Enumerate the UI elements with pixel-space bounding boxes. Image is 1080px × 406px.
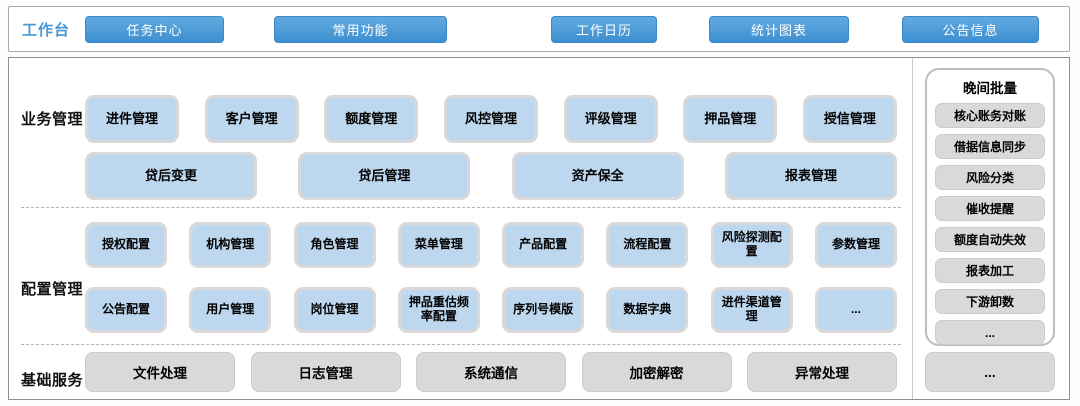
batch-risk-classification[interactable]: 风险分类 [935, 165, 1045, 190]
main-panel: 业务管理 配置管理 基础服务 进件管理 客户管理 额度管理 风控管理 评级管理 … [8, 57, 1070, 400]
batch-collection-reminder[interactable]: 催收提醒 [935, 196, 1045, 221]
config-row-2: 公告配置 用户管理 岗位管理 押品重估频率配置 序列号模版 数据字典 进件渠道管… [85, 287, 897, 333]
module-credit-management[interactable]: 授信管理 [802, 95, 897, 143]
section-label-business-management: 业务管理 [20, 111, 83, 128]
module-serial-number-template[interactable]: 序列号模版 [502, 287, 585, 333]
service-log-management[interactable]: 日志管理 [250, 352, 401, 392]
section-label-base-services: 基础服务 [20, 372, 83, 389]
base-services-row: 文件处理 日志管理 系统通信 加密解密 异常处理 [85, 352, 897, 392]
top-button-common-functions[interactable]: 常用功能 [274, 16, 447, 43]
batch-core-account-reconciliation[interactable]: 核心账务对账 [935, 103, 1045, 128]
module-rating-management[interactable]: 评级管理 [563, 95, 658, 143]
module-position-management[interactable]: 岗位管理 [293, 287, 376, 333]
workbench-label: 工作台 [22, 21, 71, 39]
batch-quota-auto-expiry[interactable]: 额度自动失效 [935, 227, 1045, 252]
module-config-more[interactable]: ... [814, 287, 897, 333]
module-asset-preservation[interactable]: 资产保全 [511, 152, 684, 200]
module-collateral-revaluation-frequency-config[interactable]: 押品重估频率配置 [397, 287, 480, 333]
night-batch-panel: 晚间批量 核心账务对账 借据信息同步 风险分类 催收提醒 额度自动失效 报表加工… [925, 68, 1055, 346]
module-announcement-config[interactable]: 公告配置 [85, 287, 167, 333]
service-encryption-decryption[interactable]: 加密解密 [581, 352, 732, 392]
module-organization-management[interactable]: 机构管理 [189, 222, 272, 268]
top-button-statistics-charts[interactable]: 统计图表 [709, 16, 849, 43]
batch-downstream-data-export[interactable]: 下游卸数 [935, 289, 1045, 314]
module-collateral-management[interactable]: 押品管理 [683, 95, 778, 143]
module-report-management[interactable]: 报表管理 [724, 152, 897, 200]
batch-loan-receipt-info-sync[interactable]: 借据信息同步 [935, 134, 1045, 159]
top-button-work-calendar[interactable]: 工作日历 [551, 16, 657, 43]
module-role-management[interactable]: 角色管理 [293, 222, 376, 268]
module-intake-channel-management[interactable]: 进件渠道管理 [710, 287, 793, 333]
top-button-announcement-info[interactable]: 公告信息 [902, 16, 1039, 43]
module-post-loan-change[interactable]: 贷后变更 [85, 152, 257, 200]
module-intake-management[interactable]: 进件管理 [85, 95, 179, 143]
top-button-task-center[interactable]: 任务中心 [85, 16, 224, 43]
module-menu-management[interactable]: 菜单管理 [397, 222, 480, 268]
module-customer-management[interactable]: 客户管理 [204, 95, 299, 143]
module-quota-management[interactable]: 额度管理 [324, 95, 419, 143]
module-user-management[interactable]: 用户管理 [189, 287, 272, 333]
divider-config-base [21, 344, 901, 345]
service-system-communication[interactable]: 系统通信 [416, 352, 566, 392]
night-batch-title: 晚间批量 [963, 81, 1017, 96]
module-risk-control-management[interactable]: 风控管理 [443, 95, 538, 143]
vertical-divider [912, 58, 913, 399]
service-file-processing[interactable]: 文件处理 [85, 352, 235, 392]
batch-report-processing[interactable]: 报表加工 [935, 258, 1045, 283]
workbench-bar: 工作台 任务中心 常用功能 工作日历 统计图表 公告信息 [8, 6, 1070, 52]
module-process-config[interactable]: 流程配置 [606, 222, 689, 268]
section-label-config-management: 配置管理 [20, 281, 83, 298]
module-parameter-management[interactable]: 参数管理 [814, 222, 897, 268]
module-risk-detection-config[interactable]: 风险探测配置 [710, 222, 793, 268]
service-more[interactable]: ... [925, 352, 1055, 392]
business-row-2: 贷后变更 贷后管理 资产保全 报表管理 [85, 152, 897, 200]
batch-more[interactable]: ... [935, 320, 1045, 345]
module-product-config[interactable]: 产品配置 [502, 222, 585, 268]
config-row-1: 授权配置 机构管理 角色管理 菜单管理 产品配置 流程配置 风险探测配置 参数管… [85, 222, 897, 268]
module-data-dictionary[interactable]: 数据字典 [606, 287, 689, 333]
business-row-1: 进件管理 客户管理 额度管理 风控管理 评级管理 押品管理 授信管理 [85, 95, 897, 143]
module-authorization-config[interactable]: 授权配置 [85, 222, 167, 268]
module-post-loan-management[interactable]: 贷后管理 [298, 152, 471, 200]
service-exception-handling[interactable]: 异常处理 [747, 352, 897, 392]
divider-business-config [21, 207, 901, 208]
